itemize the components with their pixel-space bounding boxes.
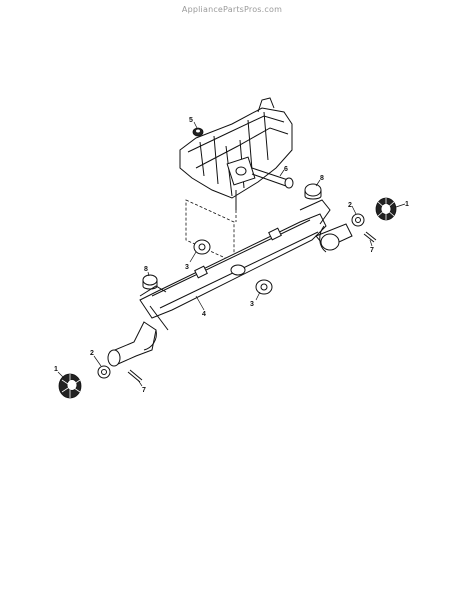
washer-part-left <box>97 365 111 379</box>
bushing-part-mid <box>255 279 273 295</box>
nut-part <box>192 127 204 137</box>
callout-3-mid: 3 <box>250 301 254 308</box>
callout-1-right: 1 <box>405 201 409 208</box>
cotter-pin-right <box>363 231 377 243</box>
bushing-part-left <box>193 239 211 255</box>
callout-4: 4 <box>202 311 206 318</box>
cap-part-left <box>142 274 158 290</box>
callout-1-left: 1 <box>54 366 58 373</box>
hub-part-left <box>58 373 82 399</box>
right-spindle <box>315 223 353 253</box>
watermark-text: AppliancePartsPros.com <box>181 5 283 14</box>
callout-3-left: 3 <box>185 264 189 271</box>
callout-5: 5 <box>189 117 193 124</box>
alignment-guide <box>185 199 237 263</box>
leader-lines <box>57 121 406 387</box>
mounting-bracket <box>179 97 293 210</box>
front-axle-beam <box>139 199 331 331</box>
callout-2-right: 2 <box>348 202 352 209</box>
callout-7-right: 7 <box>370 247 374 254</box>
cap-part-right <box>304 183 322 200</box>
callout-7-left: 7 <box>142 387 146 394</box>
hub-part-right <box>375 197 397 221</box>
callout-2-left: 2 <box>90 350 94 357</box>
cotter-pin-left <box>127 369 143 383</box>
bolt-part <box>251 167 294 189</box>
callout-6: 6 <box>284 166 288 173</box>
callout-8-left: 8 <box>144 266 148 273</box>
washer-part-right <box>351 213 365 227</box>
left-spindle <box>107 321 157 367</box>
callout-8-right: 8 <box>320 175 324 182</box>
